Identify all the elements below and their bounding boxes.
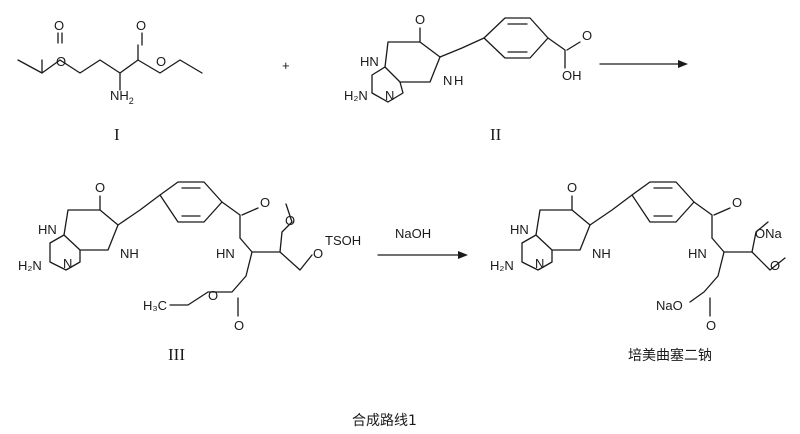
compound-iii-structure: O HN N H₂N NH O HN O O O O H₃C (18, 180, 323, 333)
reaction-arrow-1 (599, 60, 688, 68)
scheme-caption: 合成路线1 (352, 413, 417, 429)
compound-ii-nh: N (443, 73, 452, 88)
product-name: 培美曲塞二钠 (628, 347, 712, 364)
compound-iii-numeral: III (168, 345, 185, 364)
reagent-acid: TSOH (325, 233, 361, 248)
compound-ii-hn: HN (360, 54, 379, 69)
compound-iii-h2n: H₂N (18, 258, 42, 273)
product-structure: O HN N H₂N NH O HN ONa O NaO O (490, 180, 786, 333)
compound-iii-ester1-o1: O (313, 246, 323, 261)
product-o-upper: O (770, 258, 780, 273)
compound-iii-ester1-o2: O (285, 213, 295, 228)
product-n: N (535, 256, 544, 271)
reaction-arrow-2 (377, 251, 468, 259)
compound-iii-h3c: H₃C (143, 298, 167, 313)
compound-iii-nh: NH (120, 246, 139, 261)
plus-sign: + (282, 58, 290, 73)
compound-i-carbonyl-o-left: O (54, 18, 64, 33)
compound-ii-numeral: II (490, 125, 502, 144)
compound-iii-amide-o: O (260, 195, 270, 210)
product-carbonyl-o: O (567, 180, 577, 195)
product-amide-o: O (732, 195, 742, 210)
product-ona: ONa (755, 226, 783, 241)
reagent-base: NaOH (395, 226, 431, 241)
compound-iii-amide-hn: HN (216, 246, 235, 261)
compound-ii-n: N (385, 88, 394, 103)
product-h2n: H₂N (490, 258, 514, 273)
compound-i-ester-o-left: O (56, 54, 66, 69)
compound-iii-ester2-o1: O (208, 288, 218, 303)
compound-ii-structure: O HN N H₂N N H O OH (344, 12, 592, 103)
compound-iii-hn: HN (38, 222, 57, 237)
compound-iii-carbonyl-o: O (95, 180, 105, 195)
compound-ii-acid-o: O (582, 28, 592, 43)
compound-i-amine-label: NH2 (110, 88, 134, 106)
product-amide-hn: HN (688, 246, 707, 261)
product-nao: NaO (656, 298, 683, 313)
product-hn: HN (510, 222, 529, 237)
compound-iii-ester2-o2: O (234, 318, 244, 333)
product-o-lower: O (706, 318, 716, 333)
compound-i-structure: O O O O NH2 (17, 18, 203, 106)
compound-ii-h2n: H₂N (344, 88, 368, 103)
compound-iii-n: N (63, 256, 72, 271)
compound-ii-oh: OH (562, 68, 582, 83)
compound-i-carbonyl-o-right: O (136, 18, 146, 33)
compound-i-numeral: I (114, 125, 120, 144)
product-nh: NH (592, 246, 611, 261)
compound-ii-carbonyl-o: O (415, 12, 425, 27)
compound-i-ester-o-right: O (156, 54, 166, 69)
compound-ii-nh-h: H (454, 73, 463, 88)
